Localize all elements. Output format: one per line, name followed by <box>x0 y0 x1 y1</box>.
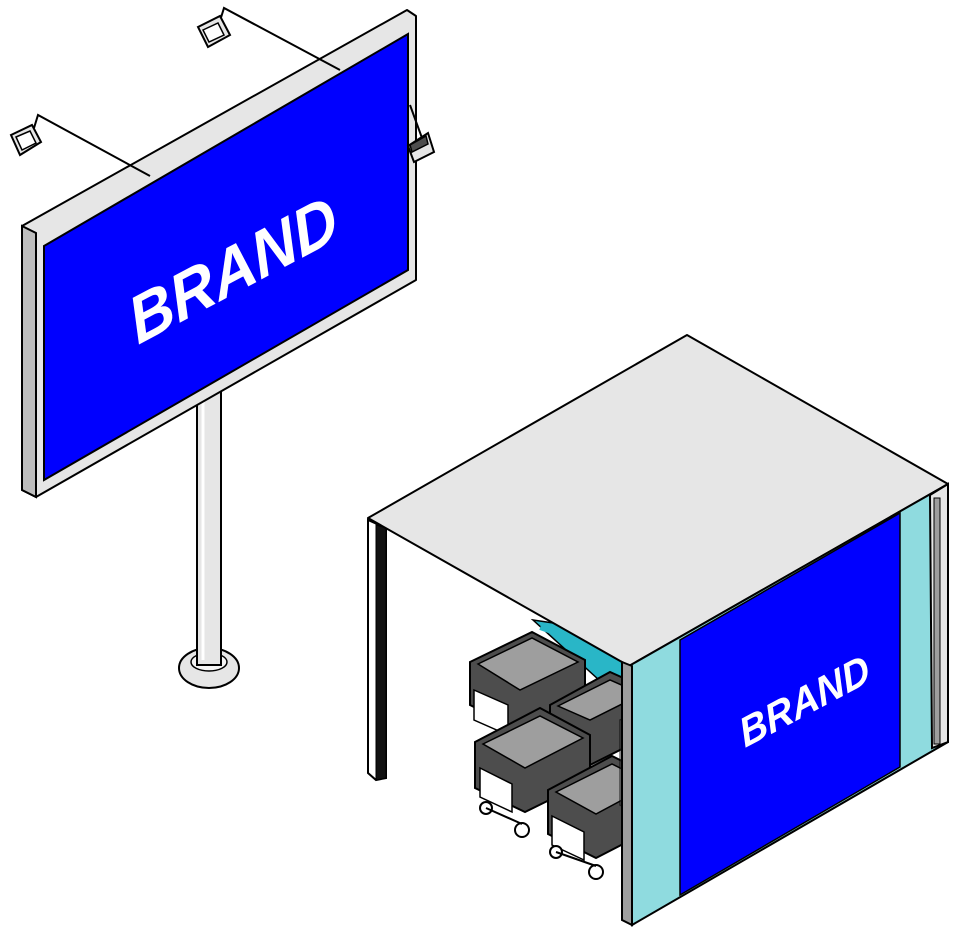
billboard-light-center <box>196 6 341 71</box>
billboard: BRAND <box>9 6 436 689</box>
billboard-light-right <box>406 104 436 164</box>
billboard-light-left <box>9 113 151 177</box>
shelter-post-front <box>621 660 633 927</box>
cart-shelter: BRAND <box>367 334 949 927</box>
billboard-screen <box>43 32 409 482</box>
shelter-brand-panel <box>679 511 901 897</box>
billboard-pole <box>196 384 222 666</box>
shopping-carts <box>469 626 691 880</box>
